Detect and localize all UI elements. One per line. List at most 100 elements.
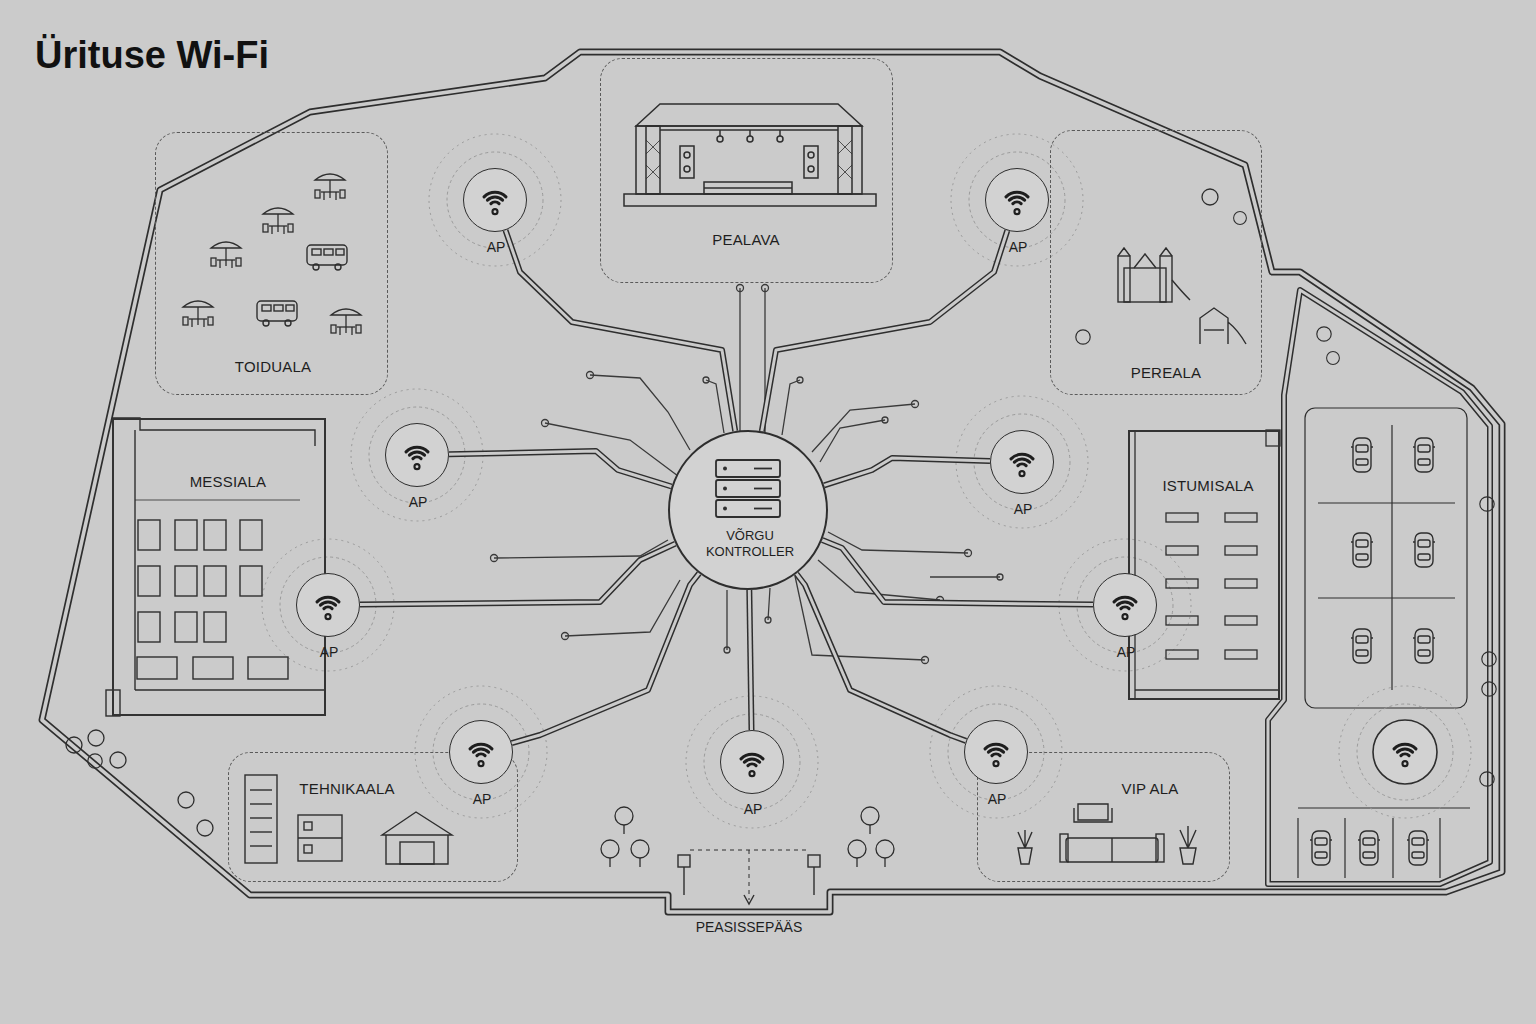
map-circle (703, 377, 709, 383)
map-rect (1225, 650, 1257, 659)
map-rect (704, 182, 792, 194)
zone-label: ISTUMISALA (1162, 477, 1253, 494)
map-path (1200, 308, 1246, 344)
connector-outer (512, 573, 699, 743)
map-rect (245, 775, 277, 863)
connector-inner (360, 544, 675, 605)
map-use (861, 807, 879, 834)
map-line (250, 845, 272, 846)
map-polyline (795, 576, 925, 660)
wifi-icon (965, 721, 1027, 783)
map-polyline (565, 580, 680, 636)
connector-outer (749, 590, 751, 730)
map-use (631, 840, 649, 867)
ap-label: AP (1014, 501, 1033, 517)
map-line (1391, 425, 1392, 690)
map-path (636, 104, 862, 126)
map-rect (175, 520, 197, 550)
map-line (1204, 329, 1224, 330)
server-icon (670, 432, 826, 588)
map-line (134, 430, 135, 690)
map-circle (765, 617, 771, 623)
wifi-icon (297, 574, 359, 636)
map-use (1358, 831, 1380, 865)
map-circle (684, 166, 690, 172)
map-rect (298, 815, 342, 861)
map-circle (797, 377, 803, 383)
map-rect (400, 842, 434, 864)
server-unit (716, 480, 780, 497)
map-use (211, 242, 241, 268)
map-use (1482, 682, 1496, 696)
map-circle (808, 166, 814, 172)
family-area-drawing (1118, 248, 1246, 344)
map-rect (680, 146, 694, 178)
map-polyline (782, 380, 800, 435)
map-circle (717, 136, 723, 142)
map-use (110, 752, 126, 768)
map-polyline (768, 588, 770, 620)
map-line (298, 837, 342, 838)
access-point: AP (990, 430, 1054, 494)
greenery (66, 189, 1496, 867)
server-slot (754, 508, 772, 510)
connector-outer (822, 540, 1093, 605)
map-path (386, 835, 448, 864)
entrance-gate (678, 850, 820, 904)
map-rect (1225, 513, 1257, 522)
map-rect (624, 194, 876, 206)
wifi-symbol (985, 744, 1007, 766)
map-use (848, 840, 866, 867)
map-line (704, 187, 792, 189)
map-circle (1373, 720, 1437, 784)
map-circle (587, 372, 594, 379)
access-point: AP (720, 730, 784, 794)
zone-label: PEREALA (1131, 364, 1202, 381)
map-polyline (812, 404, 915, 452)
connector-inner (749, 590, 751, 730)
map-path (646, 140, 852, 179)
wifi-symbol (406, 447, 428, 469)
map-rect (193, 657, 233, 679)
map-line (1439, 818, 1440, 878)
connector (360, 544, 675, 605)
map-path (1268, 290, 1490, 884)
map-rect (304, 845, 312, 853)
map-use (1351, 533, 1373, 567)
map-use (1394, 744, 1416, 766)
map-path (42, 52, 1502, 912)
wifi-icon (1094, 574, 1156, 636)
map-polyline (828, 532, 968, 553)
map-use (1413, 438, 1435, 472)
map-line (1318, 597, 1455, 598)
signal-ring (1357, 704, 1453, 800)
map-use (257, 301, 297, 326)
connector (512, 573, 699, 743)
map-rect (204, 520, 226, 550)
map-line (250, 789, 272, 790)
zone-label: VIP ALA (1122, 780, 1179, 797)
map-use (183, 301, 213, 327)
connector-inner (512, 573, 699, 743)
connector (824, 458, 990, 485)
map-line (135, 689, 326, 690)
map-line (719, 130, 721, 136)
connector (762, 231, 1008, 432)
map-rect (138, 520, 160, 550)
zone-label: MESSIALA (190, 473, 267, 490)
wifi-icon (386, 424, 448, 486)
ap-label: AP (487, 239, 506, 255)
map-rect (1225, 579, 1257, 588)
map-circle (542, 420, 549, 427)
map-circle (808, 152, 814, 158)
map-line (1297, 818, 1298, 878)
map-use (315, 174, 345, 200)
wifi-symbol (1006, 192, 1028, 214)
map-circle (777, 136, 783, 142)
map-line (1135, 689, 1280, 690)
signal-ring (951, 134, 1083, 266)
map-circle (684, 152, 690, 158)
map-line (1318, 502, 1455, 503)
map-rect (1060, 834, 1068, 862)
